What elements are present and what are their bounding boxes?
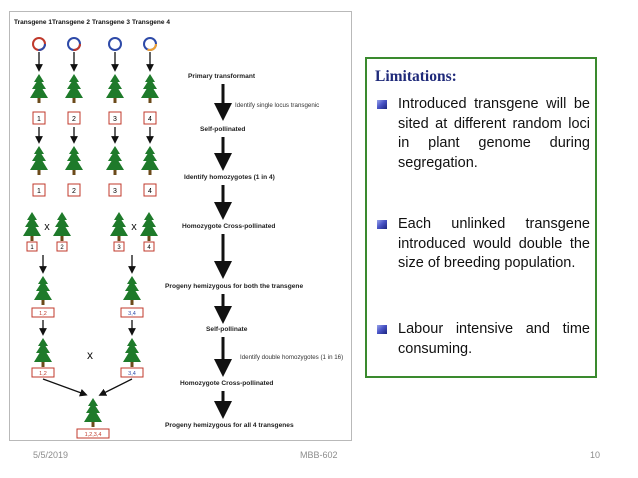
- plant-icon: [30, 146, 48, 175]
- column-arrows: [35, 127, 154, 144]
- step-homozygote-cross-2: Homozygote Cross-pollinated: [180, 380, 273, 387]
- plant-icon: [84, 398, 102, 427]
- plant-icon: [140, 212, 158, 241]
- plasmid-icon: [108, 37, 122, 51]
- square-bullet-icon: [377, 325, 387, 334]
- step-progeny-hemizygous-all: Progeny hemizygous for all 4 transgenes: [165, 422, 294, 429]
- transgene-header-1: Transgene 1: [14, 19, 52, 26]
- step-identify-single-locus: Identify single locus transgenic: [235, 102, 319, 109]
- footer-course: MBB-602: [300, 450, 338, 460]
- limitations-title: Limitations:: [375, 68, 457, 85]
- plasmid-icon: [67, 37, 81, 51]
- column-arrows: [39, 255, 136, 274]
- transgene-header-2: Transgene 2: [52, 19, 90, 26]
- row3-label-2: 2: [60, 245, 64, 251]
- cross-symbol: x: [87, 348, 93, 362]
- step-primary-transformant: Primary transformant: [188, 73, 256, 80]
- breeding-scheme-diagram: Transgene 1 Transgene 2 Transgene 3 Tran…: [14, 19, 343, 439]
- limitation-text: Labour intensive and time consuming.: [398, 321, 590, 357]
- row1-label-4: 4: [148, 116, 152, 123]
- plant-icon: [65, 74, 83, 103]
- plant-icon: [141, 146, 159, 175]
- limitation-text: Introduced transgene will be sited at di…: [398, 96, 590, 171]
- final-label: 1,2,3,4: [85, 432, 102, 438]
- plant-icon: [34, 338, 52, 367]
- row2-label-4: 4: [148, 188, 152, 195]
- row3-label-3: 3: [117, 245, 121, 251]
- step-self-pollinated: Self-pollinated: [200, 126, 245, 133]
- column-arrows: [35, 52, 154, 72]
- plant-icon: [34, 276, 52, 305]
- pair-label-a: 1,2: [39, 371, 47, 377]
- step-self-pollinate: Self-pollinate: [206, 326, 248, 333]
- column-arrows: [42, 378, 133, 397]
- row3-label-4: 4: [147, 245, 151, 251]
- row2-label-2: 2: [72, 188, 76, 195]
- plant-icon: [123, 276, 141, 305]
- footer-date: 5/5/2019: [33, 450, 69, 460]
- plant-icon: [23, 212, 41, 241]
- plant-icon: [123, 338, 141, 367]
- row1-label-3: 3: [113, 116, 117, 123]
- row1-label-1: 1: [37, 116, 41, 123]
- plant-icon: [53, 212, 71, 241]
- pair-label-b: 3,4: [128, 311, 136, 317]
- square-bullet-icon: [377, 220, 387, 229]
- plant-icon: [30, 74, 48, 103]
- pair-label-b: 3,4: [128, 371, 136, 377]
- plant-icon: [106, 146, 124, 175]
- row3-label-1: 1: [30, 245, 34, 251]
- plant-icon: [141, 74, 159, 103]
- footer-page-number: 10: [590, 450, 601, 460]
- limitations-box: Limitations: Introduced transgene will b…: [365, 57, 597, 378]
- row1-label-2: 2: [72, 116, 76, 123]
- step-homozygote-cross: Homozygote Cross-pollinated: [182, 223, 275, 230]
- plant-icon: [106, 74, 124, 103]
- plasmid-icon: [143, 37, 157, 51]
- step-progeny-hemizygous-both: Progeny hemizygous for both the transgen…: [165, 283, 303, 290]
- plant-icon: [65, 146, 83, 175]
- column-arrows: [39, 320, 136, 336]
- step-identify-homozygotes: Identify homozygotes (1 in 4): [184, 174, 275, 181]
- transgene-header-4: Transgene 4: [132, 19, 170, 26]
- limitation-text: Each unlinked transgene introduced would…: [398, 216, 590, 271]
- plasmid-icon: [32, 37, 46, 51]
- cross-symbol: x: [131, 221, 137, 233]
- transgene-header-3: Transgene 3: [92, 19, 130, 26]
- row2-label-3: 3: [113, 188, 117, 195]
- row2-label-1: 1: [37, 188, 41, 195]
- pair-label-a: 1,2: [39, 311, 47, 317]
- square-bullet-icon: [377, 100, 387, 109]
- breeding-scheme-figure: Transgene 1 Transgene 2 Transgene 3 Tran…: [9, 11, 352, 441]
- step-identify-double: Identify double homozygotes (1 in 16): [240, 354, 343, 361]
- plant-icon: [110, 212, 128, 241]
- cross-symbol: x: [44, 221, 50, 233]
